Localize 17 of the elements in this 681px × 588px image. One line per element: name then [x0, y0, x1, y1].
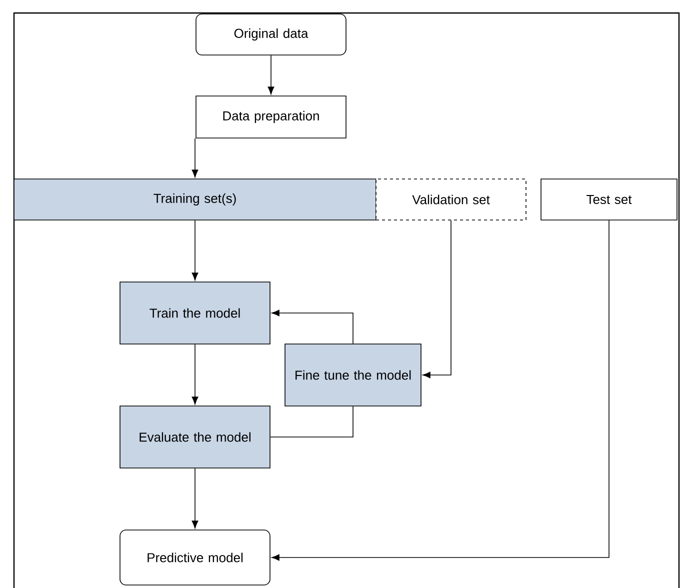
arrow — [268, 55, 274, 94]
arrow — [192, 344, 198, 404]
arrow — [192, 220, 198, 280]
arrow — [272, 310, 354, 344]
process-box: Evaluate the model — [120, 406, 270, 468]
dataset-band: Training set(s) — [14, 178, 376, 220]
start-box: Original data — [196, 14, 346, 56]
arrow — [272, 220, 610, 561]
arrow — [192, 468, 198, 528]
process-box: Train the model — [120, 282, 270, 344]
dataset-box: Validation set — [376, 178, 526, 220]
arrow — [422, 220, 452, 378]
process-box: Fine tune the model — [284, 344, 422, 406]
dataset-box: Test set — [540, 178, 678, 220]
process-box: Data preparation — [196, 96, 346, 138]
end-box: Predictive model — [120, 530, 270, 586]
arrow — [192, 138, 198, 178]
